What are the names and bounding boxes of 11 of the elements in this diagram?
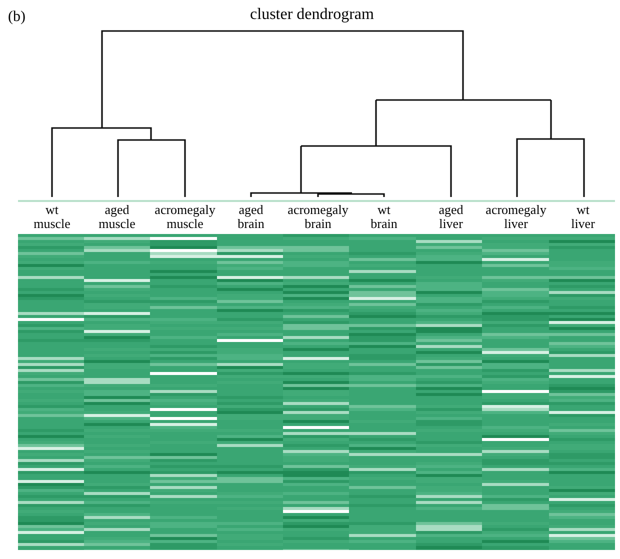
- column-label: aged muscle: [98, 203, 136, 231]
- column-label: acromegaly liver: [486, 203, 546, 231]
- column-label: wt liver: [571, 203, 595, 231]
- column-label: acromegaly muscle: [154, 203, 216, 231]
- column-label: aged liver: [438, 203, 464, 231]
- column-label: wt muscle: [34, 203, 70, 231]
- chart-title: cluster dendrogram: [249, 5, 375, 25]
- column-label: wt brain: [370, 203, 398, 231]
- column-label: aged brain: [238, 203, 264, 231]
- column-label: acromegaly brain: [288, 203, 348, 231]
- panel-label: (b): [8, 8, 26, 27]
